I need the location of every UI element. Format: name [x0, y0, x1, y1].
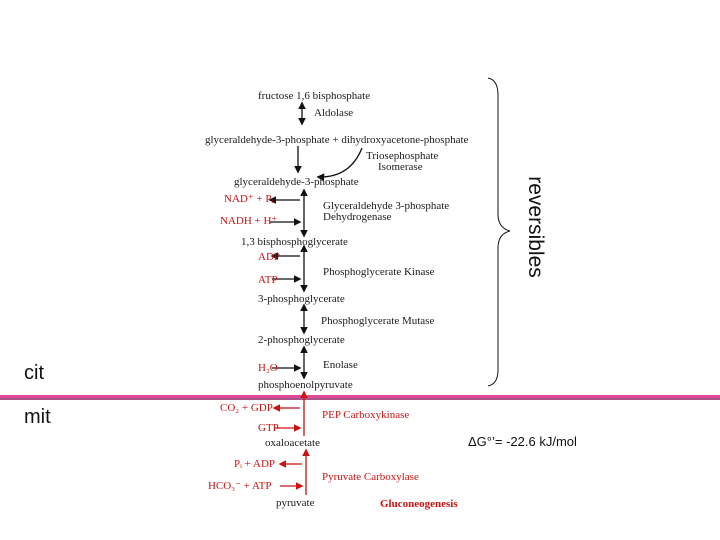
cofactor-hco3-atp: HCO₃⁻ + ATP — [208, 480, 272, 492]
pathway-title: Gluconeogenesis — [380, 498, 458, 510]
metabolite-1-3-bisphosphoglycerate: 1,3 bisphosphoglycerate — [241, 236, 348, 248]
cofactor-atp: ATP — [258, 274, 278, 286]
metabolite-3-phosphoglycerate: 3-phosphoglycerate — [258, 293, 345, 305]
enzyme-aldolase: Aldolase — [314, 107, 354, 119]
metabolite-triose-pair: glyceraldehyde-3-phosphate + dihydroxyac… — [205, 134, 469, 146]
enzyme-isomerase: Isomerase — [378, 161, 423, 173]
reversibles-label: reversibles — [524, 176, 547, 278]
enzyme-triosephosphate: Triosephosphate — [366, 150, 439, 162]
metabolite-glyceraldehyde-3-phosphate: glyceraldehyde-3-phosphate — [234, 176, 359, 188]
cytosol-label: cit — [24, 362, 44, 384]
cofactor-pi-adp: Pᵢ + ADP — [234, 458, 276, 470]
enzyme-gapdh-line1: Glyceraldehyde 3-phosphate — [323, 200, 450, 212]
metabolite-pyruvate: pyruvate — [276, 497, 315, 509]
metabolite-fructose-bisphosphate: fructose 1,6 bisphosphate — [258, 90, 371, 102]
irreversible-arrows — [272, 390, 310, 495]
cofactor-gtp: GTP — [258, 422, 279, 434]
mitochondria-label: mit — [24, 406, 51, 428]
metabolite-phosphoenolpyruvate: phosphoenolpyruvate — [258, 379, 353, 391]
cofactor-nad: NAD⁺ + Pᵢ — [224, 193, 274, 205]
enzyme-phosphoglycerate-kinase: Phosphoglycerate Kinase — [323, 266, 435, 278]
cofactor-adp: ADP — [258, 251, 281, 263]
enzyme-enolase: Enolase — [323, 359, 358, 371]
enzyme-phosphoglycerate-mutase: Phosphoglycerate Mutase — [321, 315, 435, 327]
reversible-arrows — [268, 101, 363, 380]
cofactor-co2-gdp: CO₂ + GDP — [220, 402, 273, 414]
enzyme-gapdh-line2: Dehydrogenase — [323, 211, 392, 223]
reversible-bracket — [487, 77, 511, 387]
arrow-tpi — [316, 147, 363, 182]
metabolite-oxaloacetate: oxaloacetate — [265, 437, 320, 449]
delta-g-label: ΔG°’= -22.6 kJ/mol — [468, 434, 577, 449]
cofactor-h2o: H₂O — [258, 362, 278, 374]
cofactor-nadh: NADH + H⁺ — [220, 215, 278, 227]
enzyme-pep-carboxykinase: PEP Carboxykinase — [322, 409, 410, 421]
metabolite-2-phosphoglycerate: 2-phosphoglycerate — [258, 334, 345, 346]
enzyme-pyruvate-carboxylase: Pyruvate Carboxylase — [322, 471, 419, 483]
